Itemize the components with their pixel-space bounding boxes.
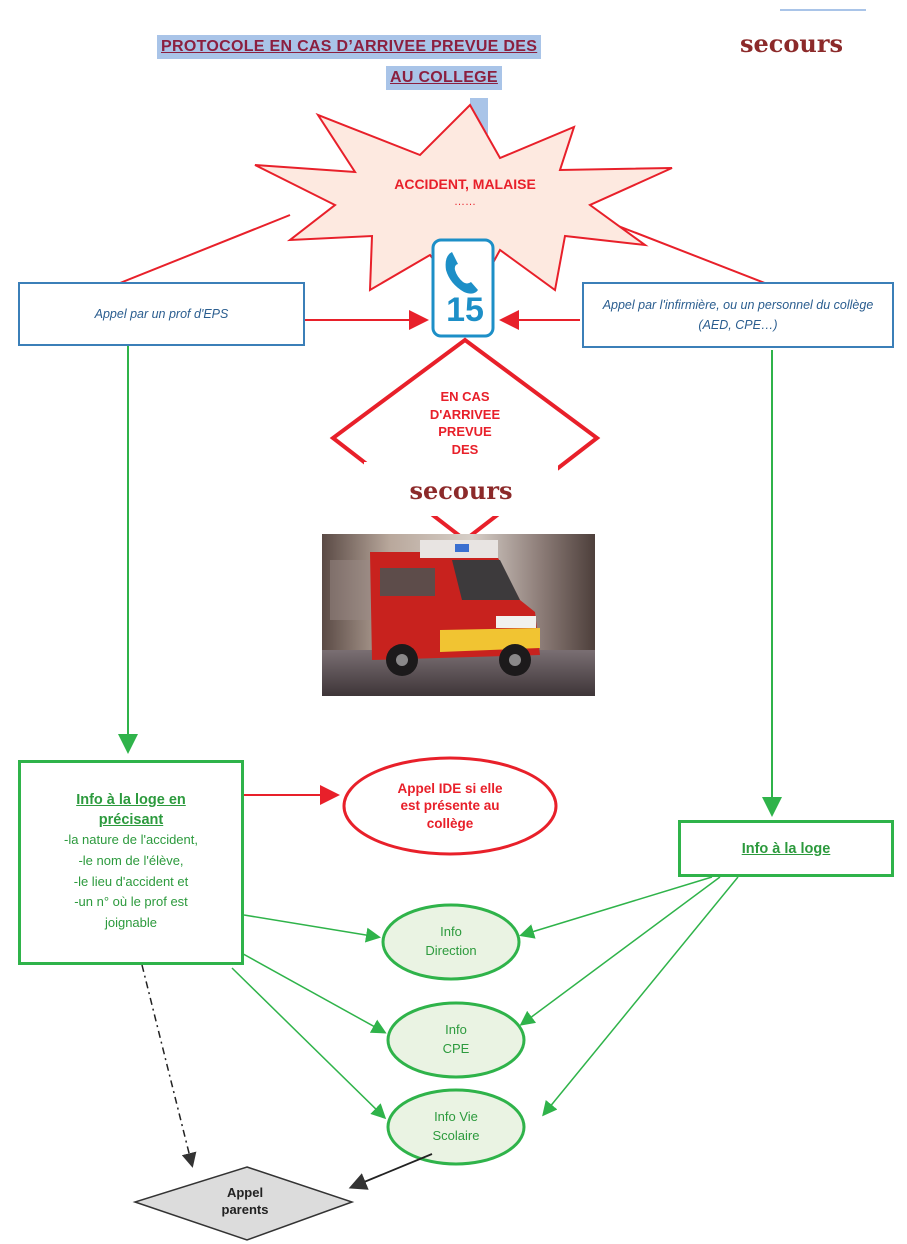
info-cpe-line-1: Info bbox=[445, 1022, 467, 1038]
appel-parents-shape bbox=[132, 1166, 355, 1241]
info-loge-left-item-5: joignable bbox=[104, 915, 158, 931]
title-line-1: PROTOCOLE EN CAS D’ARRIVEE PREVUE DES bbox=[157, 35, 542, 59]
info-loge-left-box: Info à la loge en précisant -la nature d… bbox=[18, 760, 244, 965]
info-vie-scolaire-text: Info Vie Scolaire bbox=[401, 1097, 511, 1157]
loge-left-to-vie-arrow bbox=[231, 967, 387, 1120]
title-line-2: AU COLLEGE bbox=[386, 66, 502, 90]
title-secours-word: secours bbox=[740, 29, 844, 58]
left-call-text: Appel par un prof d'EPS bbox=[94, 307, 229, 321]
phone-15-icon bbox=[431, 238, 495, 338]
appel-parents-line-1: Appel bbox=[226, 1185, 264, 1201]
appel-ide-text: Appel IDE si elle est présente au collèg… bbox=[370, 770, 530, 842]
diamond-line-1: EN CAS bbox=[440, 389, 490, 404]
info-loge-left-heading-1: Info à la loge en bbox=[76, 791, 186, 808]
info-cpe-shape bbox=[386, 1001, 526, 1079]
info-direction-line-1: Info bbox=[440, 924, 462, 940]
info-direction-line-2: Direction bbox=[425, 943, 477, 958]
diamond-secours-word: secours bbox=[364, 476, 558, 505]
info-direction-text: Info Direction bbox=[396, 912, 506, 972]
right-call-box: Appel par l'infirmière, ou un personnel … bbox=[582, 282, 894, 348]
right-call-text: Appel par l'infirmière, ou un personnel … bbox=[602, 298, 874, 332]
burst-to-left-line bbox=[114, 214, 291, 286]
info-vie-line-1: Info Vie bbox=[434, 1109, 478, 1125]
info-loge-left-item-4: -un n° où le prof est bbox=[74, 894, 188, 910]
info-loge-left-item-1: -la nature de l'accident, bbox=[63, 832, 198, 848]
info-loge-left-item-3: -le lieu d'accident et bbox=[73, 873, 189, 889]
info-cpe-text: Info CPE bbox=[401, 1010, 511, 1070]
appel-ide-line-3: collège bbox=[426, 815, 474, 831]
diamond-text: EN CAS D'ARRIVEE PREVUE DES bbox=[380, 388, 550, 458]
diamond-line-4: DES bbox=[451, 441, 479, 457]
appel-ide-line-2: est présente au bbox=[400, 798, 500, 814]
burst-label: ACCIDENT, MALAISE bbox=[394, 176, 536, 192]
info-loge-left-item-2: -le nom de l'élève, bbox=[78, 852, 184, 868]
info-cpe-line-2: CPE bbox=[442, 1041, 470, 1056]
loge-right-to-cpe-arrow bbox=[519, 876, 721, 1026]
loge-to-parents-dashed-arrow bbox=[141, 964, 197, 1168]
info-loge-right-box: Info à la loge bbox=[678, 820, 894, 877]
appel-ide-shape bbox=[342, 756, 558, 856]
loge-left-to-direction-arrow bbox=[243, 914, 381, 943]
left-call-box: Appel par un prof d'EPS bbox=[18, 282, 305, 346]
ambulance-photo bbox=[322, 534, 595, 696]
appel-parents-text: Appel parents bbox=[190, 1180, 300, 1224]
appel-ide-line-1: Appel IDE si elle bbox=[397, 780, 503, 796]
diamond-line-3: PREVUE bbox=[438, 424, 492, 440]
info-direction-shape bbox=[381, 903, 521, 981]
phone-number: 15 bbox=[446, 291, 484, 329]
appel-parents-line-2: parents bbox=[221, 1202, 269, 1217]
info-loge-left-heading-2: précisant bbox=[98, 811, 164, 828]
loge-left-to-cpe-arrow bbox=[235, 949, 387, 1034]
vie-to-parents-arrow bbox=[348, 1153, 433, 1190]
info-vie-scolaire-shape bbox=[386, 1088, 526, 1166]
loge-right-to-direction-arrow bbox=[519, 876, 713, 939]
loge-right-to-vie-arrow bbox=[542, 876, 739, 1117]
info-vie-line-2: Scolaire bbox=[432, 1128, 480, 1143]
info-loge-right-label: Info à la loge bbox=[741, 840, 831, 857]
burst-dots: …… bbox=[454, 196, 476, 208]
diamond-line-2: D'ARRIVEE bbox=[429, 406, 501, 422]
